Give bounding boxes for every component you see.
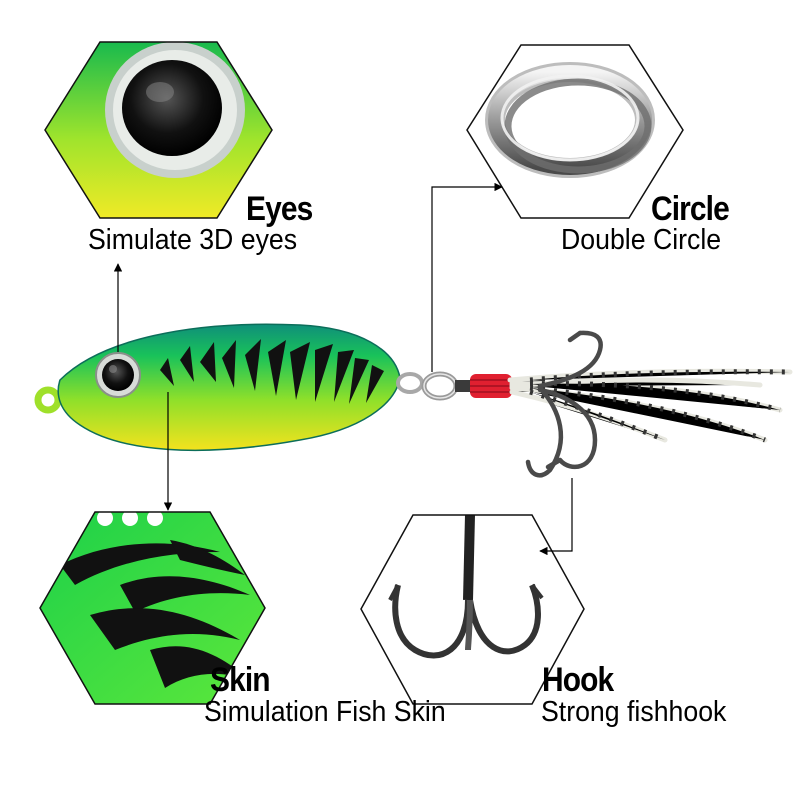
callout-arrows — [113, 182, 573, 556]
hook-title: Hook — [542, 661, 614, 699]
skin-description: Simulation Fish Skin — [204, 696, 446, 728]
circle-title: Circle — [651, 190, 730, 228]
skin-closeup-hexagon — [39, 511, 266, 705]
hook-closeup-hexagon — [360, 514, 585, 705]
eyes-title: Eyes — [246, 190, 313, 228]
circle-description: Double Circle — [561, 224, 722, 256]
circle-arrow — [431, 182, 503, 372]
split-ring-closeup-hexagon — [466, 44, 684, 219]
hook-arrow — [539, 478, 573, 556]
hook-description: Strong fishhook — [541, 696, 727, 728]
eyes-description: Simulate 3D eyes — [88, 224, 298, 256]
skin-title: Skin — [210, 661, 271, 699]
fishing-lure — [34, 323, 793, 478]
eye-closeup-hexagon — [44, 41, 273, 219]
